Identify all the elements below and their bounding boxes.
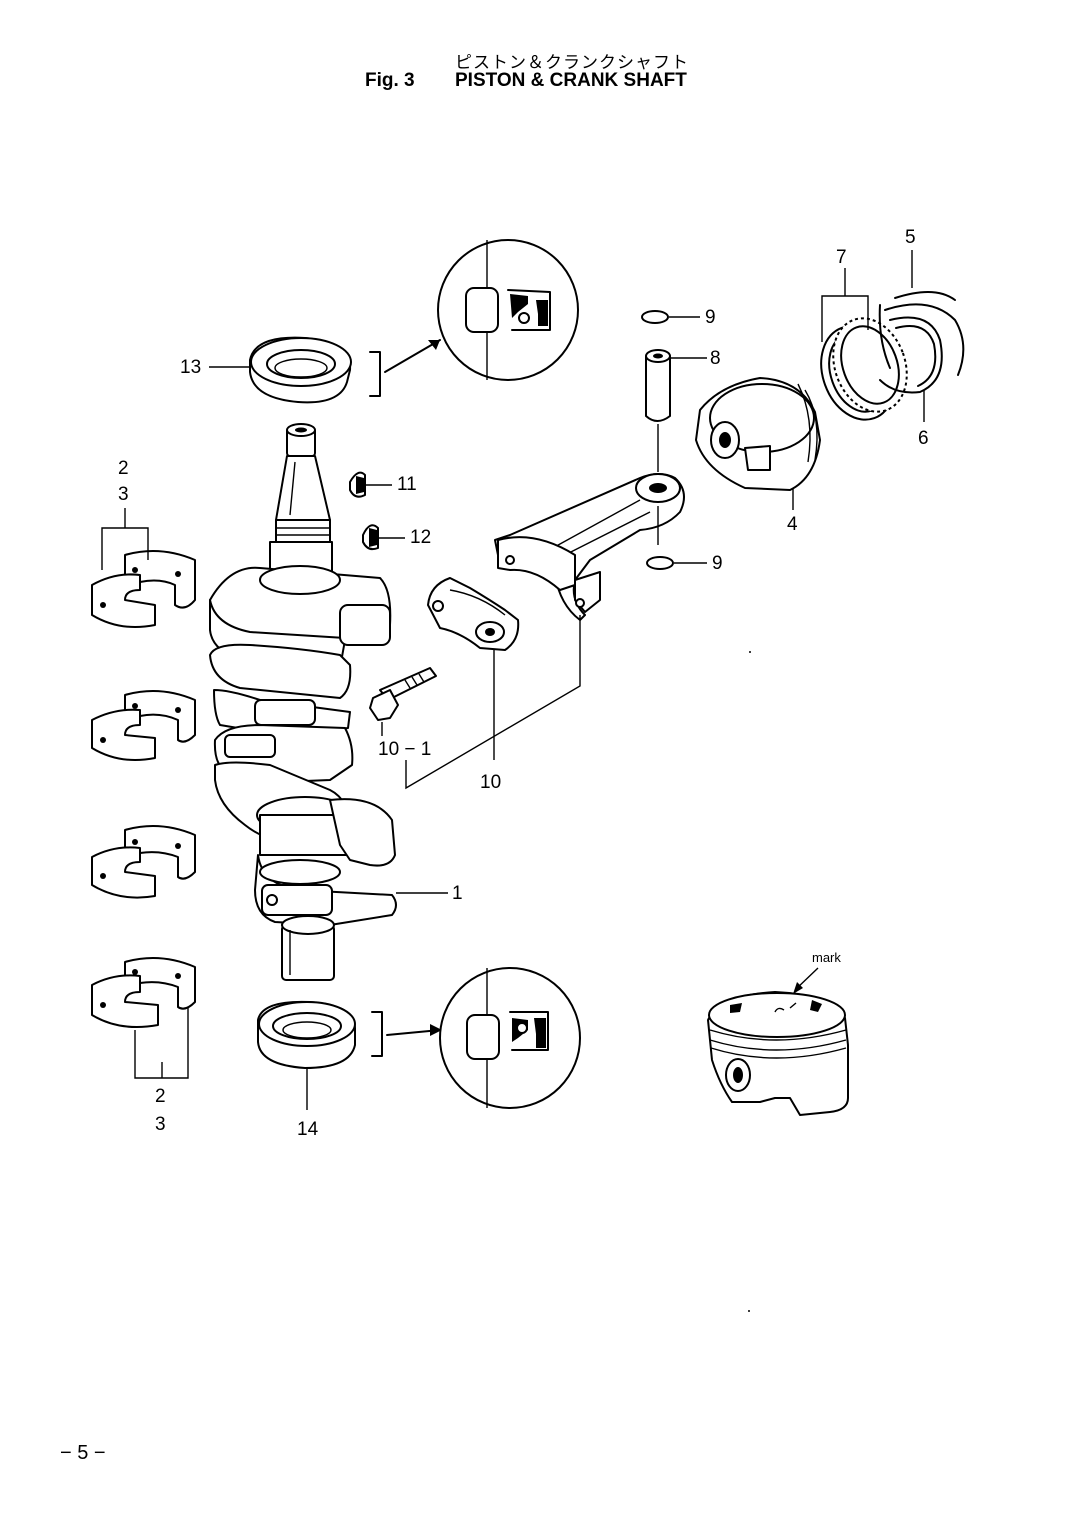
seal-detail-top (437, 239, 579, 381)
main-bearing-3 (91, 825, 196, 899)
main-bearing-2 (91, 690, 196, 761)
piston-ring-5 (878, 250, 965, 376)
callout-4: 4 (787, 514, 798, 535)
connecting-rod-cap (427, 577, 520, 760)
callout-3-bottom: 3 (155, 1114, 166, 1135)
piston-pin-clip-bottom (646, 556, 707, 570)
callout-9-top: 9 (705, 307, 716, 328)
piston-ring-set-7 (820, 268, 908, 421)
rod-bracket (405, 615, 581, 790)
callout-6: 6 (918, 428, 929, 449)
main-bearing-1 (91, 550, 196, 628)
callout-7: 7 (836, 247, 847, 268)
callout-13: 13 (180, 357, 201, 378)
oil-seal-bottom (257, 1000, 442, 1110)
callout-1: 1 (452, 883, 463, 904)
callout-9-bottom: 9 (712, 553, 723, 574)
main-bearing-4 (91, 957, 196, 1028)
callout-14: 14 (297, 1119, 319, 1140)
crankshaft (209, 423, 397, 981)
woodruff-key-11 (349, 471, 392, 498)
mark-label: mark (812, 950, 841, 965)
page-number: − 5 − (60, 1442, 106, 1464)
callout-5: 5 (905, 227, 916, 248)
callout-10: 10 (480, 772, 501, 793)
piston-mark-view (707, 967, 849, 1116)
figure-number: Fig. 3 (365, 70, 415, 91)
woodruff-key-12 (362, 524, 405, 551)
title-english: PISTON & CRANK SHAFT (455, 70, 687, 91)
callout-10-1: 10 − 1 (378, 739, 431, 760)
callout-2-top: 2 (118, 458, 129, 479)
seal-detail-bottom (439, 967, 581, 1109)
piston (695, 377, 821, 510)
callout-3-top: 3 (118, 484, 129, 505)
piston-pin-clip-top (641, 310, 700, 324)
title-japanese: ピストン＆クランクシャフト (455, 53, 689, 73)
connecting-rod (494, 473, 685, 621)
rod-bolt (369, 667, 437, 736)
callout-2-bottom: 2 (155, 1086, 166, 1107)
callout-12: 12 (410, 527, 431, 548)
piston-pin (645, 349, 707, 545)
oil-seal-top (249, 336, 441, 404)
callout-8: 8 (710, 348, 721, 369)
piston-ring-6 (879, 316, 943, 422)
callout-11: 11 (397, 474, 417, 495)
